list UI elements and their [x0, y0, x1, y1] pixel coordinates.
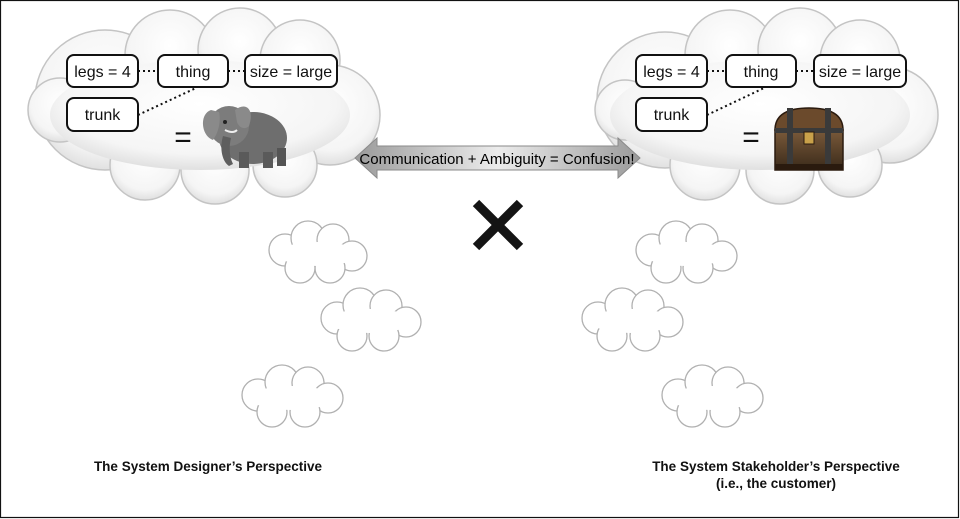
stakeholder-concept-model: legs = 4 thing size = large trunk =: [635, 54, 907, 171]
small-cloud-left-1: [268, 220, 368, 284]
banner-label: Communication + Ambiguity = Confusion!: [359, 151, 634, 168]
small-cloud-right-1: [635, 220, 738, 284]
box-trunk-label: trunk: [85, 107, 122, 124]
small-cloud-right-3: [661, 364, 764, 428]
small-cloud-left-3: [241, 364, 344, 428]
box-size: [813, 54, 907, 88]
stakeholder-caption-subtitle: (i.e., the customer): [716, 476, 836, 491]
box-thing: [157, 54, 229, 88]
box-legs: [635, 54, 708, 88]
designer-concept-model: legs = 4 thing size = large trunk =: [66, 54, 338, 168]
stakeholder-caption: The System Stakeholder’s Perspective: [652, 459, 900, 474]
box-trunk: [635, 97, 708, 132]
box-legs-label: legs = 4: [74, 64, 131, 81]
treasure-chest-icon: [774, 107, 844, 171]
box-trunk: [66, 97, 139, 132]
box-legs: [66, 54, 139, 88]
equals-sign: =: [742, 121, 760, 154]
small-cloud-right-2: [581, 287, 684, 352]
box-size-label: size = large: [250, 64, 332, 81]
connector-trunk-thing: [706, 87, 765, 116]
box-legs-label: legs = 4: [643, 64, 700, 81]
cross-mark-icon: [472, 199, 524, 251]
small-cloud-left-2: [320, 287, 422, 352]
box-size-label: size = large: [819, 64, 901, 81]
box-size: [244, 54, 338, 88]
box-thing-label: thing: [176, 64, 211, 81]
box-thing-label: thing: [744, 64, 779, 81]
thought-bubble-cloud: [241, 220, 764, 428]
elephant-icon: [202, 106, 287, 168]
designer-caption: The System Designer’s Perspective: [94, 459, 323, 474]
box-trunk-label: trunk: [654, 107, 691, 124]
box-thing: [725, 54, 797, 88]
communication-double-arrow: Communication + Ambiguity = Confusion!: [354, 136, 641, 180]
connector-trunk-thing: [137, 87, 197, 116]
equals-sign: =: [174, 121, 192, 154]
